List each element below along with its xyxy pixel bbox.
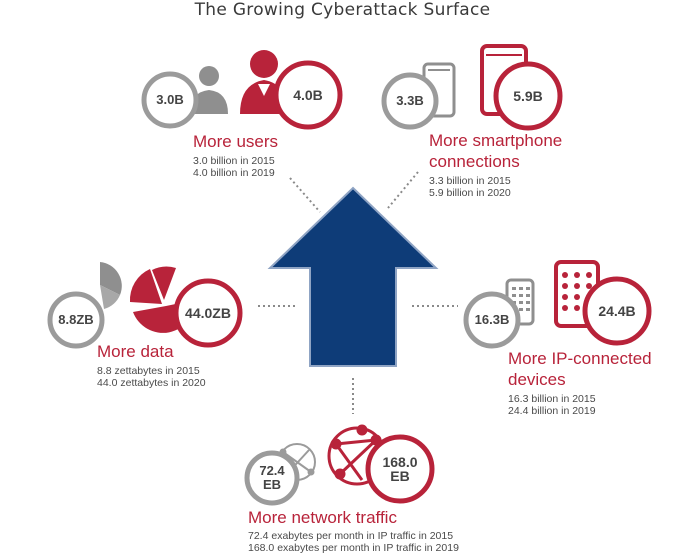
traffic-new-circle [365,434,435,504]
devices-new-circle [582,276,652,346]
users-new-value: 4.0B [293,87,323,103]
smartphones-new-circle [493,61,563,131]
data-old-circle [47,291,105,349]
data-new-circle [173,278,243,348]
person-icon [190,66,228,114]
traffic-detail-1: 72.4 exabytes per month in IP traffic in… [248,530,454,542]
users-detail-1: 3.0 billion in 2015 [193,155,275,167]
data-new-value: 44.0ZB [185,305,231,321]
smartphones-heading-line-1: More smartphone [429,131,563,150]
smartphones-new-value: 5.9B [513,88,543,104]
users-heading: More users [193,132,279,151]
data-graphics [47,262,243,349]
users-detail-2: 4.0 billion in 2019 [193,167,275,179]
traffic-new-value: 168.0 EB [368,455,432,483]
traffic-old-value: 72.4 EB [247,464,297,492]
devices-graphics [463,260,652,349]
pie-chart-icon [100,262,122,309]
devices-old-circle [463,291,521,349]
devices-detail-1: 16.3 billion in 2015 [508,393,596,405]
connector-users [289,177,321,213]
users-new-circle [273,60,343,130]
devices-new-value: 24.4B [598,303,636,319]
traffic-heading: More network traffic [248,508,397,527]
traffic-old-value-unit: EB [262,477,282,492]
smartphones-detail-1: 3.3 billion in 2015 [429,175,511,187]
traffic-old-value-number: 72.4 [259,463,285,478]
smartphones-heading-line-2: connections [429,152,520,171]
devices-heading-line-2: devices [508,370,566,389]
users-old-circle [141,71,199,129]
traffic-graphics [244,424,435,506]
traffic-new-value-unit: EB [390,468,410,484]
growth-arrow-icon [267,186,439,367]
data-detail-1: 8.8 zettabytes in 2015 [97,365,200,377]
data-old-value: 8.8ZB [58,312,94,327]
devices-old-value: 16.3B [474,312,510,327]
smartphones-old-value: 3.3B [396,93,424,108]
users-graphics [141,50,343,130]
connector-smartphones [387,171,419,209]
users-old-value: 3.0B [156,92,184,107]
data-detail-2: 44.0 zettabytes in 2020 [97,377,206,389]
smartphones-detail-2: 5.9 billion in 2020 [429,187,511,199]
traffic-new-value-number: 168.0 [382,454,418,470]
smartphones-old-circle [381,72,439,130]
devices-heading-line-1: More IP-connected [508,349,652,368]
page-title: The Growing Cyberattack Surface [194,0,491,20]
traffic-detail-2: 168.0 exabytes per month in IP traffic i… [248,542,459,554]
data-heading: More data [97,342,174,361]
devices-detail-2: 24.4 billion in 2019 [508,405,596,417]
traffic-old-circle [244,450,300,506]
dotted-connectors [258,171,458,414]
smartphones-graphics [381,44,563,131]
